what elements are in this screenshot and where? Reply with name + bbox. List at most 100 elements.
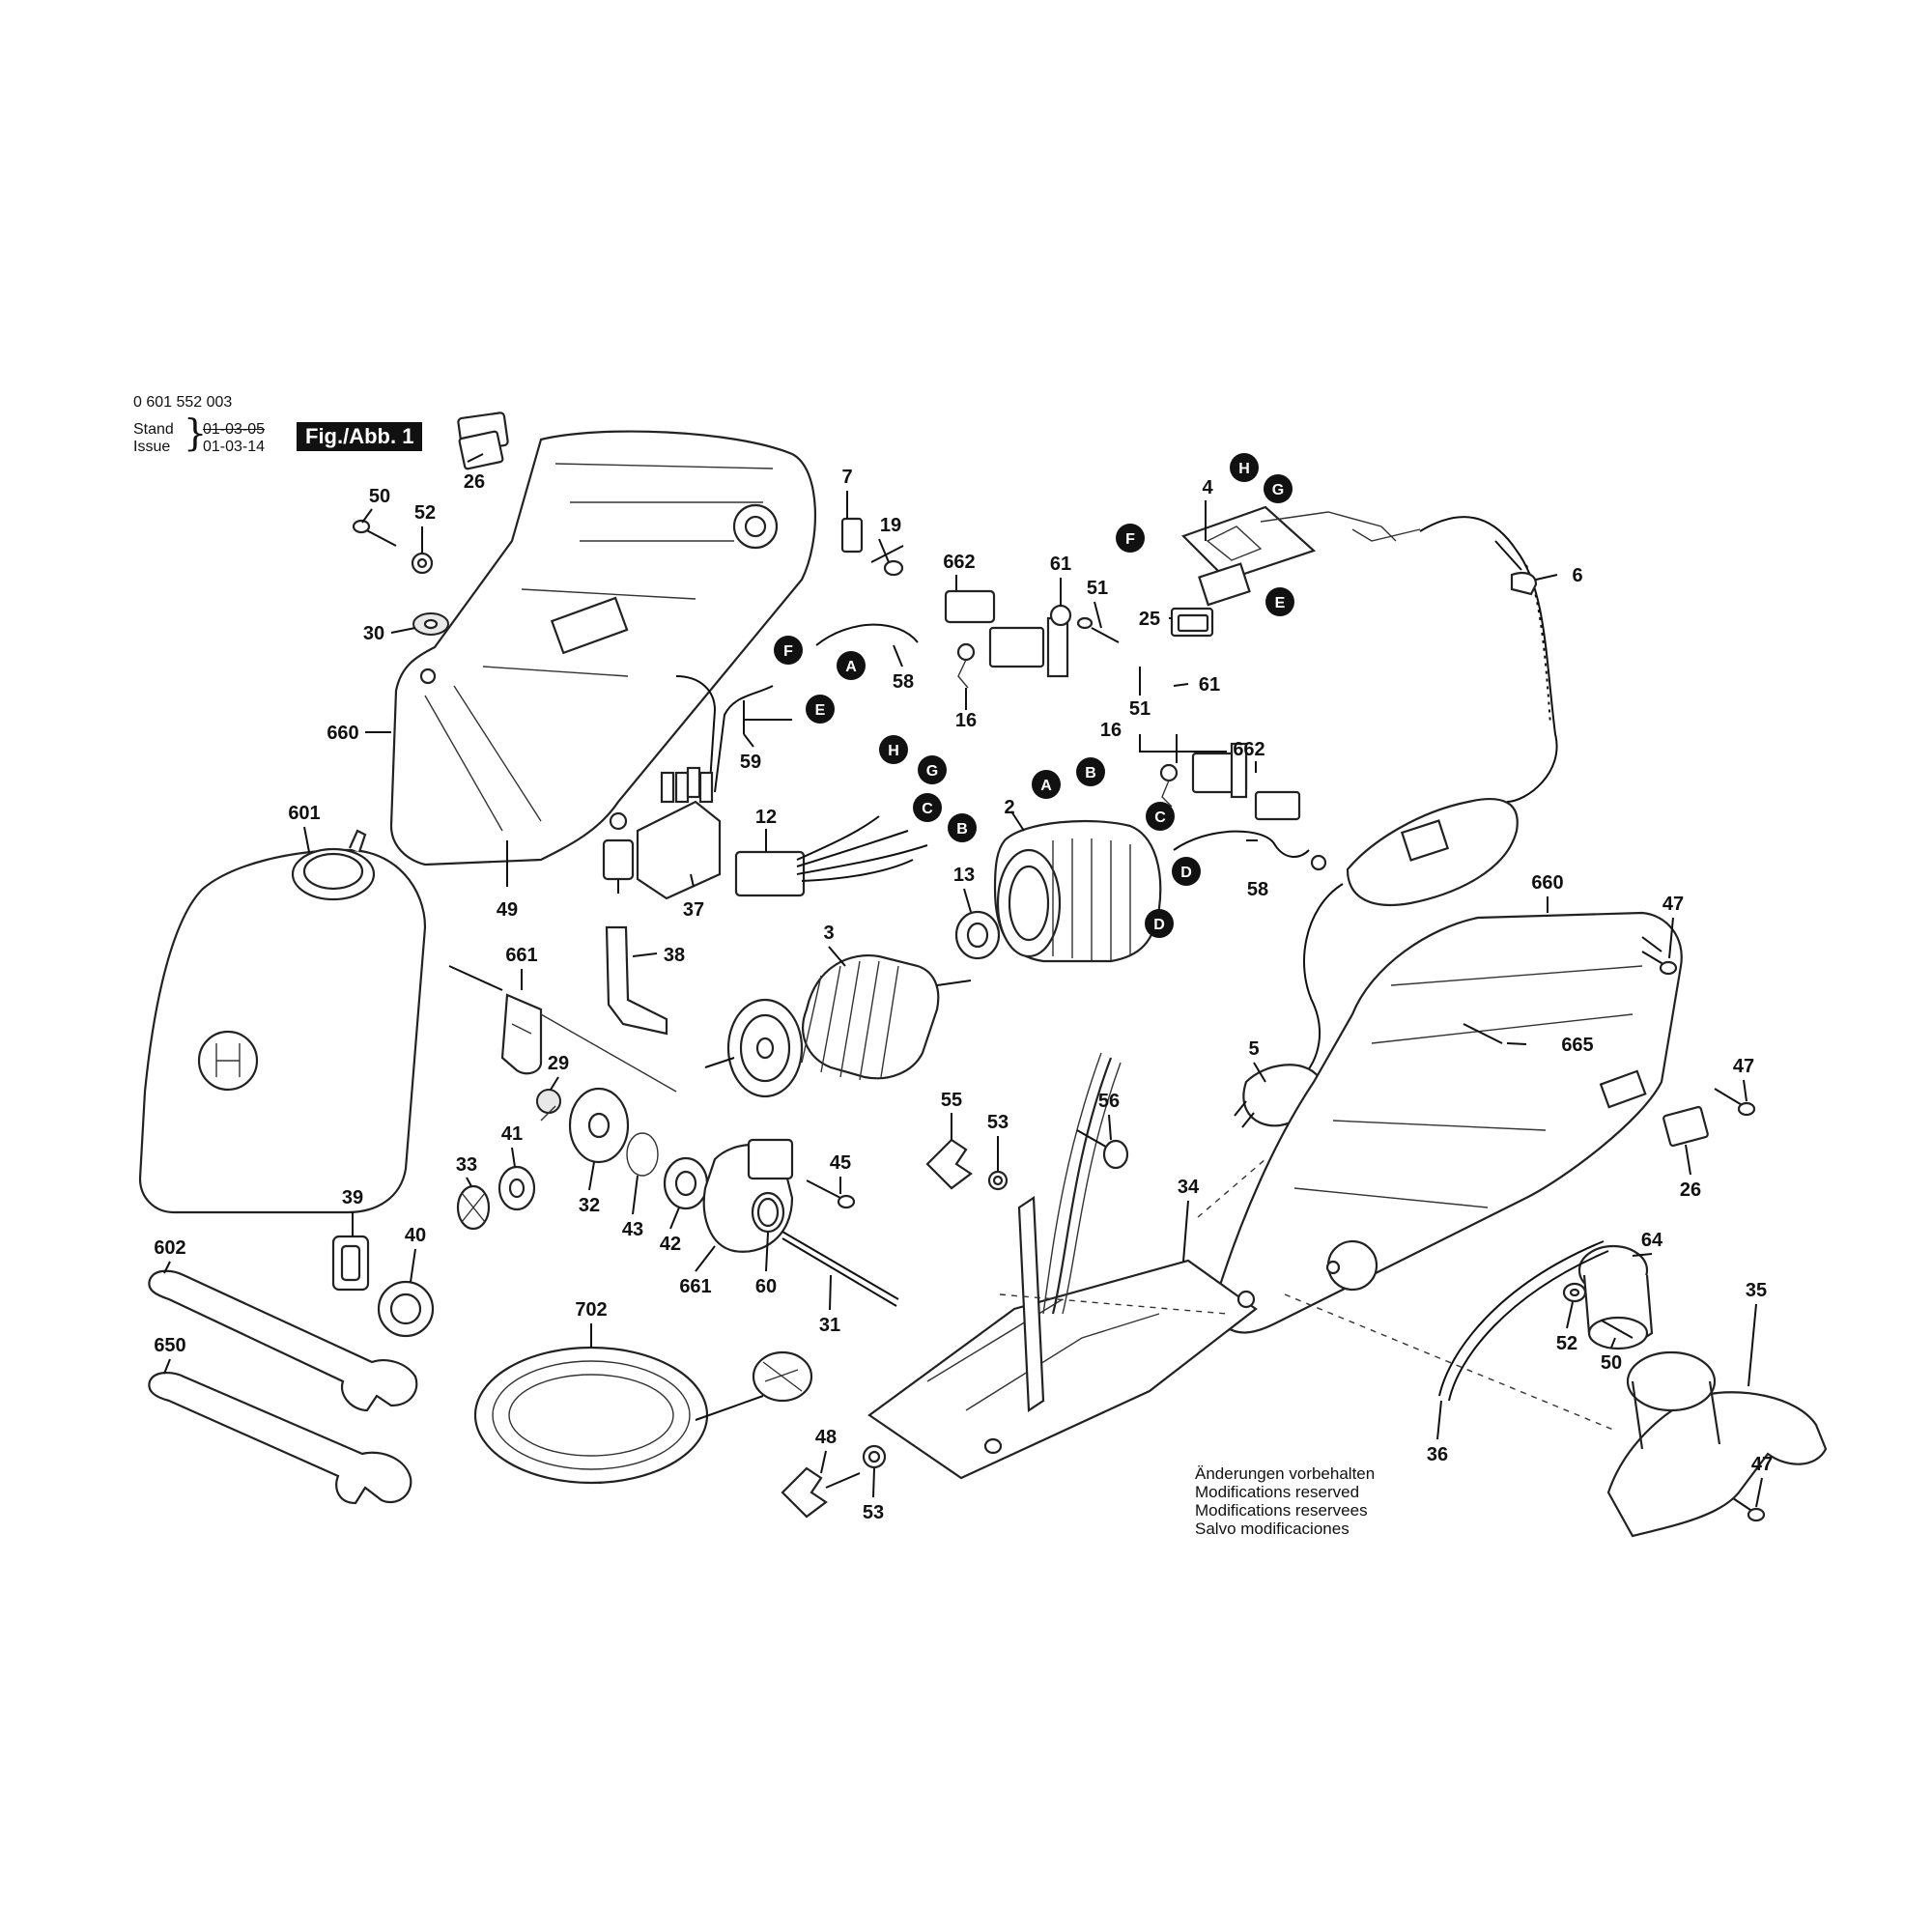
bearing-13-drawing: [954, 910, 1001, 960]
base-plate-drawing: [867, 1052, 1258, 1480]
svg-text:D: D: [1180, 865, 1192, 881]
callout-39: 39: [342, 1187, 363, 1208]
pads-39-40-drawing: [331, 1235, 435, 1338]
wiring-lower-drawing: [1139, 734, 1327, 871]
callout-42: 42: [660, 1234, 681, 1255]
screw-50-washers-drawing: [352, 519, 449, 636]
connector-E: E: [1265, 587, 1294, 616]
connector-D: D: [1172, 857, 1201, 886]
callout-661: 661: [679, 1276, 711, 1297]
part-drawings: [138, 412, 1828, 1538]
callout-61: 61: [1050, 554, 1071, 575]
water-tank-drawing: [138, 829, 427, 1214]
callout-33: 33: [456, 1154, 477, 1176]
callout-50: 50: [1601, 1352, 1622, 1374]
connector-B: B: [948, 813, 977, 842]
connector-C: C: [913, 793, 942, 822]
connector-H: H: [1230, 453, 1259, 482]
dust-parts-drawing: [1562, 1244, 1828, 1538]
svg-text:B: B: [1085, 765, 1096, 781]
callout-5: 5: [1248, 1038, 1259, 1060]
svg-text:D: D: [1153, 917, 1165, 933]
callout-52: 52: [414, 502, 436, 524]
callout-12: 12: [755, 807, 777, 828]
note-english: Modifications reserved: [1195, 1483, 1360, 1501]
callout-52: 52: [1556, 1333, 1577, 1354]
callout-61: 61: [1199, 674, 1220, 696]
callout-6: 6: [1572, 565, 1582, 586]
part-7-19-drawing: [840, 517, 904, 577]
connector-D: D: [1145, 909, 1174, 938]
callout-7: 7: [841, 467, 852, 488]
svg-text:E: E: [815, 702, 826, 719]
left-housing-drawing: [389, 412, 817, 867]
armature-drawing: [704, 954, 972, 1098]
stator-drawing: [993, 819, 1162, 963]
svg-text:G: G: [1272, 482, 1284, 498]
callout-58: 58: [1247, 879, 1268, 900]
svg-text:G: G: [926, 763, 938, 780]
callout-25: 25: [1139, 609, 1160, 630]
callout-34: 34: [1178, 1177, 1200, 1198]
stand-label: Stand: [133, 421, 174, 438]
alignment-lines: [540, 1013, 1614, 1431]
leads-59-drawing: [674, 675, 792, 804]
callout-40: 40: [405, 1225, 426, 1246]
callout-36: 36: [1427, 1444, 1448, 1465]
callout-47: 47: [1751, 1454, 1773, 1475]
connector-H: H: [879, 735, 908, 764]
hose-36-drawing: [1438, 1240, 1609, 1402]
callout-19: 19: [880, 515, 901, 536]
callout-35: 35: [1746, 1280, 1767, 1301]
bracket-661-upper-drawing: [448, 965, 543, 1075]
callout-51: 51: [1087, 578, 1108, 599]
callout-660: 660: [1531, 872, 1563, 894]
callout-16: 16: [955, 710, 977, 731]
callout-45: 45: [830, 1152, 851, 1174]
note-german: Änderungen vorbehalten: [1195, 1464, 1376, 1483]
valve-37-drawing: [602, 766, 722, 1036]
hose-coil-drawing: [473, 1346, 813, 1485]
callout-702: 702: [575, 1299, 607, 1321]
callout-58: 58: [893, 671, 914, 693]
connector-B: B: [1076, 757, 1105, 786]
svg-text:H: H: [888, 743, 899, 759]
svg-text:A: A: [845, 659, 857, 675]
right-housing-drawing: [1215, 911, 1683, 1334]
wiring-upper-drawing: [815, 589, 1120, 689]
connector-A: A: [837, 651, 866, 680]
callout-26: 26: [1680, 1179, 1701, 1201]
callout-41: 41: [501, 1123, 523, 1145]
leader-lines: [163, 453, 1763, 1508]
fasteners-48-53-drawing: [781, 1444, 887, 1519]
svg-text:E: E: [1275, 595, 1286, 611]
wrenches-drawing: [148, 1269, 418, 1505]
callout-665: 665: [1561, 1035, 1593, 1056]
callout-48: 48: [815, 1427, 837, 1448]
svg-text:F: F: [783, 643, 793, 660]
callout-37: 37: [683, 899, 704, 921]
switch-assembly-drawing: [1170, 505, 1421, 638]
connector-F: F: [1116, 524, 1145, 553]
callout-38: 38: [664, 945, 685, 966]
connector-G: G: [1264, 474, 1293, 503]
callout-601: 601: [288, 803, 320, 824]
callout-650: 650: [154, 1335, 185, 1356]
issue-label: Issue: [133, 439, 171, 455]
stand-date: 01-03-05: [203, 421, 266, 438]
callout-60: 60: [755, 1276, 777, 1297]
callout-661: 661: [505, 945, 537, 966]
svg-text:C: C: [1154, 810, 1166, 826]
callout-13: 13: [953, 865, 975, 886]
callout-64: 64: [1641, 1230, 1663, 1251]
connector-markers: H G F E F A E H G C B A B C D D: [774, 453, 1294, 938]
svg-text:F: F: [1125, 531, 1135, 548]
callout-2: 2: [1004, 797, 1014, 818]
gear-housing-drawing: [702, 1138, 899, 1307]
power-cord-drawing: [1234, 516, 1558, 1128]
figure-label: Fig./Abb. 1: [297, 422, 423, 451]
issue-date: 01-03-14: [203, 439, 266, 455]
callout-56: 56: [1098, 1091, 1120, 1112]
callout-602: 602: [154, 1237, 185, 1259]
